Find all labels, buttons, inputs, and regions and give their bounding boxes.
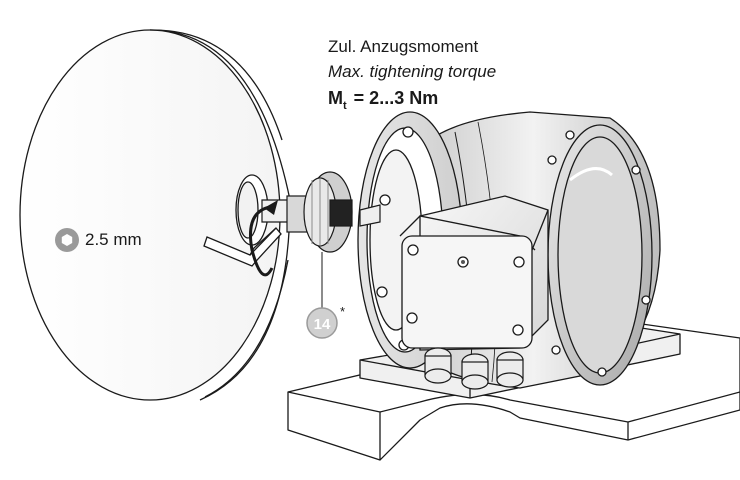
torque-symbol: M	[328, 88, 343, 108]
part-number-badge: 14 *	[306, 304, 345, 339]
hex-key-size-label: 2.5 mm	[85, 230, 142, 249]
cable-glands	[424, 347, 524, 390]
torque-label-english: Max. tightening torque	[328, 62, 497, 81]
torque-value: = 2...3 Nm	[348, 88, 439, 108]
torque-value-label: Mt = 2...3 Nm	[328, 88, 439, 112]
terminal-box	[399, 195, 549, 351]
torque-subscript: t	[343, 100, 347, 112]
part-number: 14	[314, 316, 331, 333]
shaft-coupling	[261, 171, 381, 253]
torque-label-german: Zul. Anzugsmoment	[328, 37, 479, 56]
hex-socket-icon	[55, 228, 79, 252]
drive-drum	[19, 29, 291, 401]
rotation-arrow-icon	[249, 200, 278, 277]
part-badge-circle	[306, 307, 338, 339]
part-note: *	[340, 304, 345, 319]
